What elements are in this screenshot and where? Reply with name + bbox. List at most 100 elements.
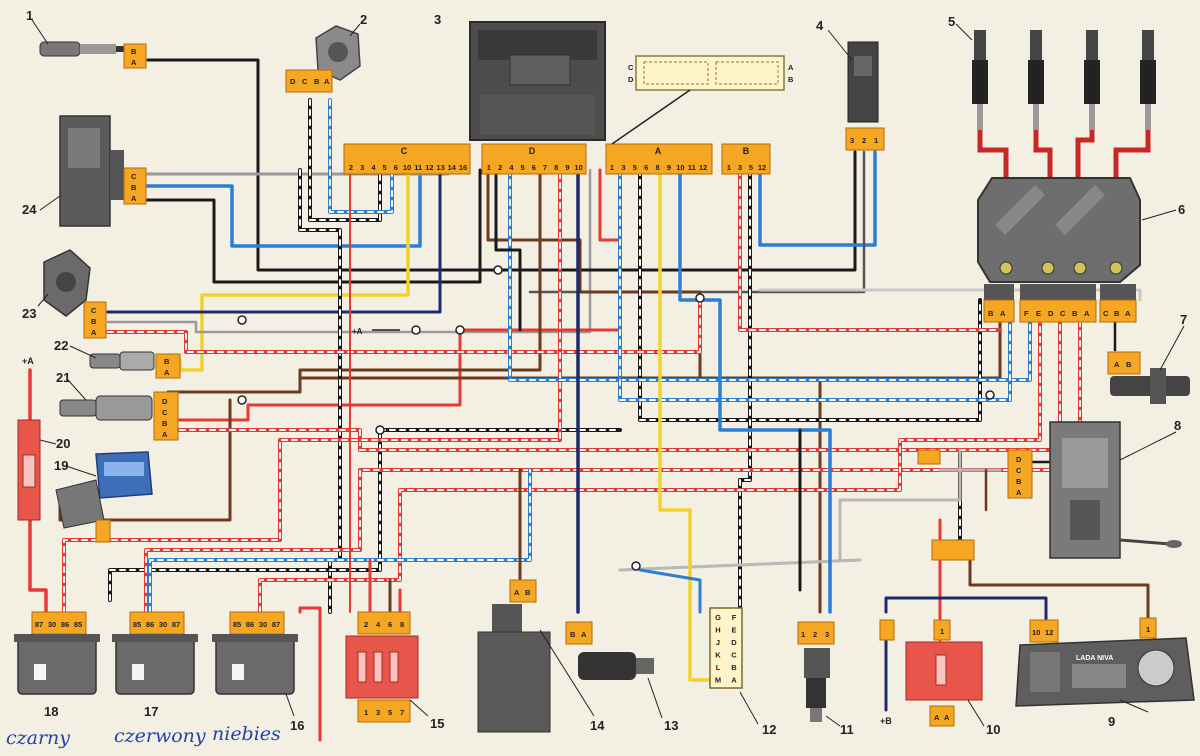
actuator-8: D C B A	[917, 421, 1182, 559]
svg-text:A: A	[655, 146, 662, 156]
svg-text:A: A	[788, 63, 794, 72]
label-24: 24	[22, 202, 37, 217]
note-niebies: niebies	[212, 723, 281, 745]
label-5: 5	[948, 14, 955, 29]
label-14: 14	[590, 718, 605, 733]
svg-text:C: C	[628, 63, 634, 72]
svg-text:12: 12	[1045, 628, 1053, 637]
sensor-19	[55, 451, 153, 543]
svg-text:4: 4	[376, 620, 381, 629]
ecu-a-pin: 3	[621, 163, 625, 172]
label-23: 23	[22, 306, 36, 321]
sensor-11: 1 2 3	[797, 621, 841, 727]
svg-text:A: A	[514, 588, 520, 597]
svg-text:D: D	[162, 397, 168, 406]
plus-a-arrow: +A	[352, 327, 400, 336]
ecu-c-pin: 16	[459, 163, 467, 172]
relay-10: 1 A A +B	[879, 539, 985, 727]
sensor-4: 3 2 1	[827, 29, 885, 151]
svg-text:A: A	[1125, 309, 1131, 318]
ecu-d-pin: 8	[554, 163, 558, 172]
ecu-d-pin: 4	[509, 163, 514, 172]
diag-pin-left: M	[715, 676, 721, 685]
svg-text:1: 1	[874, 136, 878, 145]
wires	[28, 58, 1150, 742]
ecu-a-pin: 9	[667, 163, 671, 172]
svg-text:2: 2	[813, 630, 817, 639]
svg-text:A: A	[1000, 309, 1006, 318]
ecu-module	[469, 21, 606, 141]
ecu-d-pin: 10	[574, 163, 582, 172]
svg-text:2: 2	[364, 620, 368, 629]
svg-text:3: 3	[850, 136, 854, 145]
svg-text:F: F	[1024, 309, 1029, 318]
note-czerwony: czerwony	[114, 725, 206, 747]
svg-text:B: B	[1016, 477, 1022, 486]
label-18: 18	[44, 704, 58, 719]
svg-text:1: 1	[940, 627, 944, 636]
svg-text:C: C	[162, 408, 168, 417]
svg-text:B: B	[91, 317, 97, 326]
svg-text:A: A	[934, 713, 940, 722]
svg-text:B: B	[743, 146, 750, 156]
sensor-23: C B A	[37, 249, 107, 339]
label-6: 6	[1178, 202, 1185, 217]
svg-text:10: 10	[1032, 628, 1040, 637]
ecu-b-pin: 1	[727, 163, 731, 172]
label-20: 20	[56, 436, 70, 451]
ecu-d-pin: 6	[532, 163, 536, 172]
svg-text:1: 1	[1146, 625, 1150, 634]
svg-text:A: A	[131, 194, 137, 203]
svg-text:5: 5	[388, 708, 392, 717]
svg-text:+A: +A	[352, 327, 363, 336]
diag-pin-left: H	[715, 626, 720, 635]
sensor-22: B A	[69, 345, 181, 379]
relay-17-pin: 85	[133, 620, 141, 629]
svg-text:A: A	[131, 58, 137, 67]
label-22: 22	[54, 338, 68, 353]
ecu-a-pin: 12	[699, 163, 707, 172]
relay-18-pin: 87	[35, 620, 43, 629]
svg-text:B: B	[525, 588, 531, 597]
svg-text:C: C	[302, 77, 308, 86]
ecu-b-pin: 5	[749, 163, 753, 172]
ecu-d-pin: 9	[565, 163, 569, 172]
ecu-c-pin: 6	[394, 163, 398, 172]
svg-text:A: A	[581, 630, 587, 639]
ecu-c-pin: 14	[448, 163, 457, 172]
svg-text:1: 1	[364, 708, 368, 717]
svg-text:A: A	[944, 713, 950, 722]
ecu-c-pin: 11	[414, 163, 422, 172]
label-21: 21	[56, 370, 70, 385]
ignition-module-6: B A F E D C B A C B A	[977, 177, 1177, 323]
svg-text:A: A	[164, 368, 170, 377]
diag-pin-left: G	[715, 613, 721, 622]
svg-text:A: A	[1084, 309, 1090, 318]
label-13: 13	[664, 718, 678, 733]
relay-18-pin: 30	[48, 620, 56, 629]
relay-16-pin: 86	[246, 620, 254, 629]
label-9: 9	[1108, 714, 1115, 729]
svg-text:D: D	[529, 146, 536, 156]
svg-text:E: E	[1036, 309, 1041, 318]
diag-pin-right: E	[731, 626, 736, 635]
svg-text:C: C	[131, 172, 137, 181]
ecu-c-pin: 12	[425, 163, 433, 172]
diag-pin-right: C	[731, 651, 737, 660]
label-7: 7	[1180, 312, 1187, 327]
ecu-b-pin: 12	[758, 163, 766, 172]
injector-13: B A	[565, 621, 663, 719]
sensor-24: C B A	[39, 115, 147, 227]
svg-text:3: 3	[376, 708, 380, 717]
label-1: 1	[26, 8, 33, 23]
relay-18-pin: 86	[61, 620, 69, 629]
label-19: 19	[54, 458, 68, 473]
ecu-c-pin: 2	[349, 163, 353, 172]
fuse-block-15: 2 4 6 8 1 3 5 7	[345, 611, 429, 723]
relay-17-pin: 86	[146, 620, 154, 629]
ecu-d-pin: 1	[487, 163, 491, 172]
label-2: 2	[360, 12, 367, 27]
label-15: 15	[430, 716, 444, 731]
